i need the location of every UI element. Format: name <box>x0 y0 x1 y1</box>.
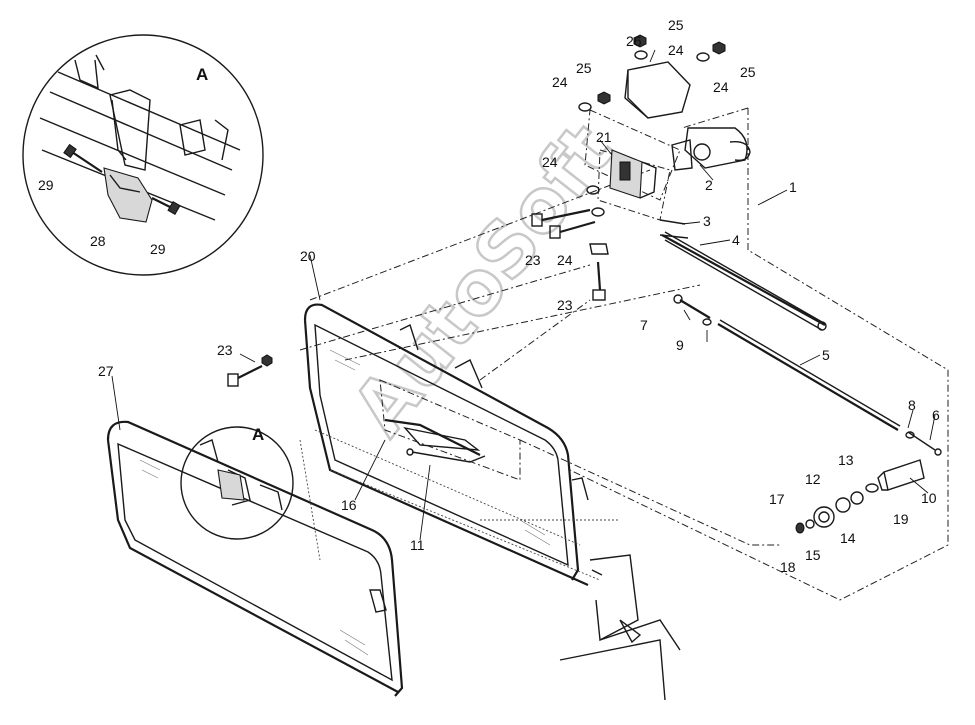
callout-18: 18 <box>780 559 796 575</box>
linkages <box>659 219 942 456</box>
callout-3: 3 <box>703 213 711 229</box>
callout-24e: 24 <box>557 252 573 268</box>
callout-28: 28 <box>90 233 106 249</box>
callout-14: 14 <box>840 530 856 546</box>
cover-26 <box>624 61 691 119</box>
callout-26: 26 <box>626 33 642 49</box>
detail-a-label-frame: A <box>252 425 264 444</box>
bolts-23 <box>227 208 606 387</box>
callout-9: 9 <box>676 337 684 353</box>
callout-23c: 23 <box>217 342 233 358</box>
callout-23a: 23 <box>525 252 541 268</box>
callout-25a: 25 <box>668 17 684 33</box>
callout-24d: 24 <box>542 154 558 170</box>
callout-17: 17 <box>769 491 785 507</box>
watermark: AutoSoft <box>335 107 632 452</box>
callout-25b: 25 <box>740 64 756 80</box>
callout-11: 11 <box>410 537 425 553</box>
watermark-text: AutoSoft <box>336 108 630 451</box>
callout-16: 16 <box>341 497 357 513</box>
pivot-assembly <box>795 459 925 534</box>
callout-24c: 24 <box>552 74 568 90</box>
callout-10: 10 <box>921 490 937 506</box>
callout-29a: 29 <box>38 177 54 193</box>
callout-13: 13 <box>838 452 854 468</box>
callout-6: 6 <box>932 407 940 423</box>
callout-24b: 24 <box>713 79 729 95</box>
detail-a-label-inset: A <box>196 65 208 84</box>
callout-27: 27 <box>98 363 114 379</box>
bracket-21 <box>609 149 657 199</box>
callout-4: 4 <box>732 232 740 248</box>
callout-19: 19 <box>893 511 909 527</box>
base-frame <box>299 429 681 701</box>
wiper-motor-2 <box>671 127 751 171</box>
callout-1: 1 <box>789 179 797 195</box>
callout-labels: 1 2 3 4 5 6 7 8 9 10 11 12 13 14 15 16 1… <box>38 17 940 575</box>
callout-23b: 23 <box>557 297 573 313</box>
callout-24a: 24 <box>668 42 684 58</box>
detail-a-inset <box>22 34 264 276</box>
callout-12: 12 <box>805 471 821 487</box>
callout-5: 5 <box>822 347 830 363</box>
callout-20: 20 <box>300 248 316 264</box>
leader-lines <box>111 49 936 541</box>
callout-7: 7 <box>640 317 648 333</box>
callout-25c: 25 <box>576 60 592 76</box>
hardware-nuts-washers <box>261 34 726 367</box>
window-frame-27 <box>106 420 404 697</box>
callout-15: 15 <box>805 547 821 563</box>
callout-2: 2 <box>705 177 713 193</box>
callout-21: 21 <box>596 129 612 145</box>
callout-8: 8 <box>908 397 916 413</box>
window-frame-20 <box>303 303 603 587</box>
callout-29b: 29 <box>150 241 166 257</box>
